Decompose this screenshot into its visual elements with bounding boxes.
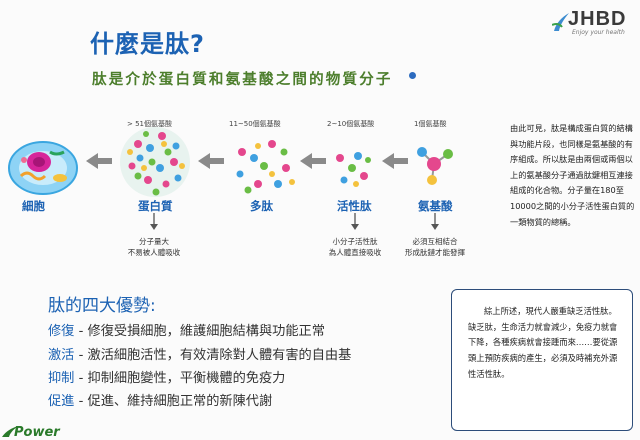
company-logo: JHBD Enjoy your health	[552, 8, 636, 38]
protein-illustration	[118, 122, 192, 202]
amino-acid-illustration	[412, 140, 456, 190]
advantage-text: - 激活細胞活性，有效清除對人體有害的自由基	[74, 348, 351, 363]
advantage-item: 促進 - 促進、維持細胞正常的新陳代謝	[48, 390, 272, 409]
page-title: 什麼是肽?	[90, 24, 205, 59]
stage-note-active-peptide: 小分子活性肽 為人體直接吸收	[315, 236, 395, 258]
advantage-text: - 抑制細胞變性，平衡機體的免疫力	[74, 371, 285, 386]
cell-illustration	[6, 132, 80, 198]
advantages-title: 肽的四大優勢:	[48, 291, 156, 316]
arrow-down-icon	[350, 213, 360, 231]
polypeptide-illustration	[228, 134, 300, 198]
summary-text: 綜上所述，現代人嚴重缺乏活性肽。缺乏肽，生命活力就會減少，免疫力就會下降，各種疾…	[468, 304, 622, 383]
stage-label-amino-acid: 氨基酸	[418, 198, 453, 214]
note-line: 小分子活性肽	[315, 236, 395, 247]
arrow-left-icon	[298, 152, 328, 170]
stage-count-polypeptide: 11~50個氨基酸	[229, 119, 281, 129]
arrow-down-icon	[430, 213, 440, 231]
stage-label-polypeptide: 多肽	[250, 198, 273, 214]
advantage-key: 抑制	[48, 371, 74, 386]
arrow-left-icon	[196, 152, 226, 170]
advantage-key: 激活	[48, 348, 74, 363]
advantage-key: 促進	[48, 394, 74, 409]
advantage-text: - 促進、維持細胞正常的新陳代謝	[74, 394, 272, 409]
advantage-item: 激活 - 激活細胞活性，有效清除對人體有害的自由基	[48, 344, 351, 363]
peptide-description: 由此可見，肽是構成蛋白質的結構與功能片段，也同樣是氨基酸的有序組成。所以肽是由兩…	[510, 121, 638, 230]
stage-note-protein: 分子量大 不易被人體吸收	[114, 236, 194, 258]
arrow-left-icon	[84, 152, 114, 170]
stage-note-amino-acid: 必須互相結合 形成肽鏈才能發揮	[395, 236, 475, 258]
advantage-key: 修復	[48, 324, 74, 339]
note-line: 必須互相結合	[395, 236, 475, 247]
note-line: 形成肽鏈才能發揮	[395, 247, 475, 258]
note-line: 不易被人體吸收	[114, 247, 194, 258]
bullet-dot	[409, 72, 416, 79]
logo-name: JHBD	[568, 8, 626, 31]
active-peptide-illustration	[330, 146, 376, 192]
page-subtitle: 肽是介於蛋白質和氨基酸之間的物質分子	[92, 68, 393, 89]
stage-count-amino-acid: 1個氨基酸	[414, 119, 446, 129]
arrow-down-icon	[149, 213, 159, 231]
note-line: 分子量大	[114, 236, 194, 247]
stage-label-cell: 細胞	[22, 198, 45, 214]
stage-count-protein: > 51個氨基酸	[127, 119, 172, 129]
advantage-text: - 修復受損細胞，維護細胞結構與功能正常	[74, 324, 325, 339]
logo-tagline: Enjoy your health	[572, 29, 625, 36]
footer-brand: Power	[14, 425, 60, 440]
stage-count-active-peptide: 2~10個氨基酸	[327, 119, 374, 129]
note-line: 為人體直接吸收	[315, 247, 395, 258]
summary-box: 綜上所述，現代人嚴重缺乏活性肽。缺乏肽，生命活力就會減少，免疫力就會下降，各種疾…	[451, 289, 633, 431]
advantage-item: 修復 - 修復受損細胞，維護細胞結構與功能正常	[48, 320, 325, 339]
stage-label-protein: 蛋白質	[138, 198, 173, 214]
arrow-left-icon	[380, 152, 410, 170]
stage-label-active-peptide: 活性肽	[337, 198, 372, 214]
advantage-item: 抑制 - 抑制細胞變性，平衡機體的免疫力	[48, 367, 285, 386]
